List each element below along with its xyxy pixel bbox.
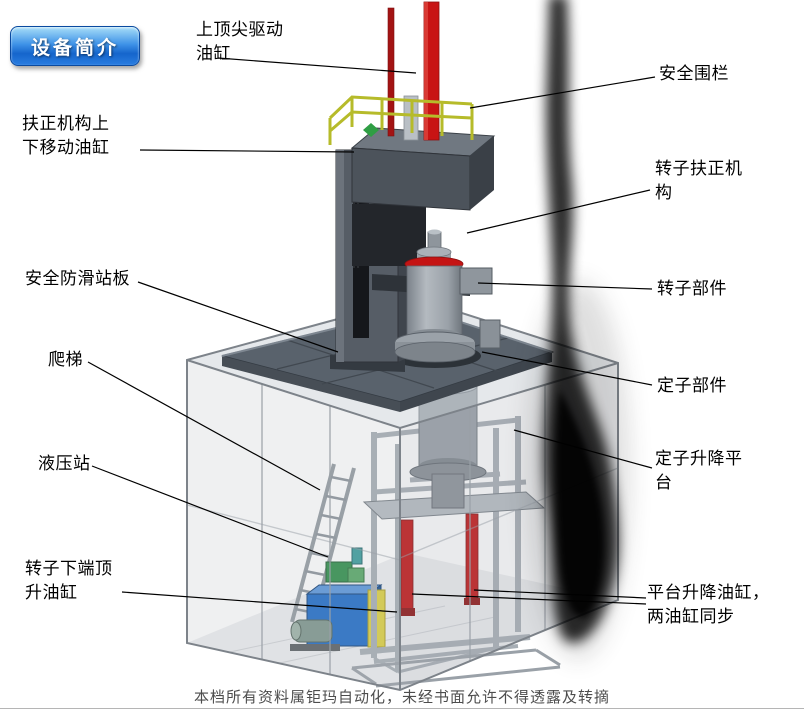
safety-railing — [328, 95, 474, 145]
green-marker — [363, 123, 379, 137]
watermark-text: 本档所有资料属钜玛自动化，未经书面允许不得透露及转摘 — [193, 689, 610, 706]
righting-bracket — [459, 267, 493, 295]
leader-line — [473, 589, 647, 599]
leader-line — [466, 189, 651, 234]
leader-line — [481, 351, 653, 386]
leader-line — [411, 593, 647, 605]
label-stator-lift-platform: 定子升降平台 — [655, 449, 743, 492]
rotor-assembly — [394, 229, 493, 363]
bottom-divider — [0, 708, 804, 709]
label-platform-lift-cylinders: 平台升降油缸，两油缸同步 — [647, 583, 770, 626]
label-top-pin-cylinder: 上顶尖驱动油缸 — [196, 20, 284, 63]
leader-line — [139, 149, 355, 153]
smudge-artifact — [526, 0, 630, 660]
label-safety-fence: 安全围栏 — [659, 64, 729, 83]
label-righting-updown-cylinder: 扶正机构上下移动油缸 — [22, 114, 110, 157]
leader-line — [217, 57, 417, 74]
label-ladder: 爬梯 — [48, 350, 83, 369]
top-pin-red-cylinder — [387, 1, 440, 141]
leader-line — [87, 361, 321, 491]
leader-lines — [87, 57, 656, 613]
leader-line — [121, 591, 398, 613]
leader-line — [469, 76, 656, 109]
stator-assembly — [409, 377, 487, 509]
label-rotor-righting-mechanism: 转子扶正机构 — [655, 159, 743, 202]
leader-line — [477, 282, 653, 290]
press-head — [350, 123, 496, 211]
title-badge-label: 设备简介 — [30, 37, 119, 59]
leader-line — [91, 465, 329, 558]
label-hydraulic-station: 液压站 — [38, 454, 91, 473]
label-anti-slip-platform: 安全防滑站板 — [25, 269, 130, 288]
label-stator-part: 定子部件 — [657, 376, 727, 395]
label-rotor-part: 转子部件 — [657, 279, 727, 298]
label-rotor-bottom-jack-cylinder: 转子下端顶升油缸 — [25, 559, 113, 602]
title-badge: 设备简介 — [10, 26, 140, 66]
leader-line — [513, 429, 653, 469]
leader-line — [137, 281, 339, 353]
